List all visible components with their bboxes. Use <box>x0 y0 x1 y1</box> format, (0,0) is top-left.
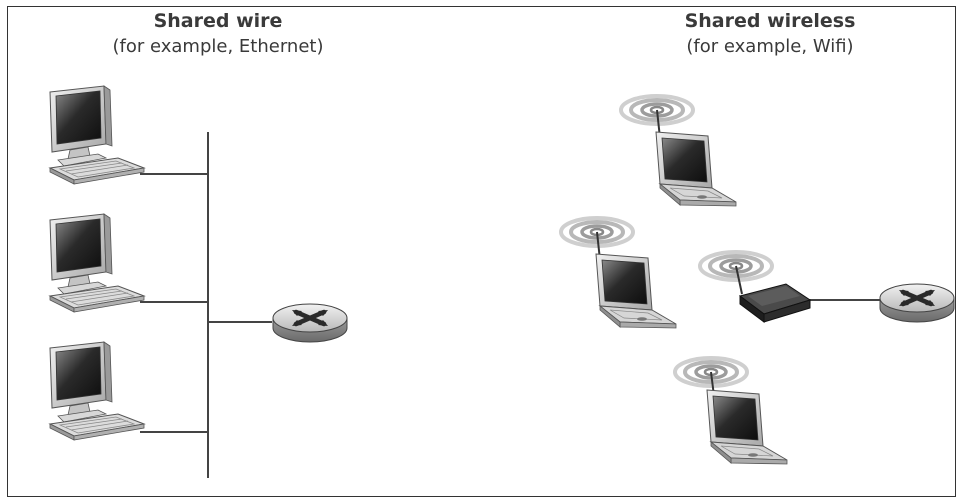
access-point-icon <box>738 283 812 323</box>
desktop-computer-icon <box>49 85 145 185</box>
laptop-icon <box>706 389 788 465</box>
desktop-computer-icon <box>49 341 145 441</box>
laptop-icon <box>655 131 737 207</box>
shared-wire-bus <box>140 132 272 478</box>
shared-wireless-title: Shared wireless <box>684 10 856 32</box>
shared-wire-subtitle: (for example, Ethernet) <box>112 36 324 57</box>
router-icon <box>880 284 954 322</box>
desktop-computer-icon <box>49 213 145 313</box>
shared-wire-title: Shared wire <box>153 10 283 32</box>
laptop-icon <box>595 253 677 329</box>
router-icon <box>273 304 347 342</box>
diagram-frame <box>7 6 956 497</box>
shared-wireless-subtitle: (for example, Wifi) <box>686 36 854 57</box>
